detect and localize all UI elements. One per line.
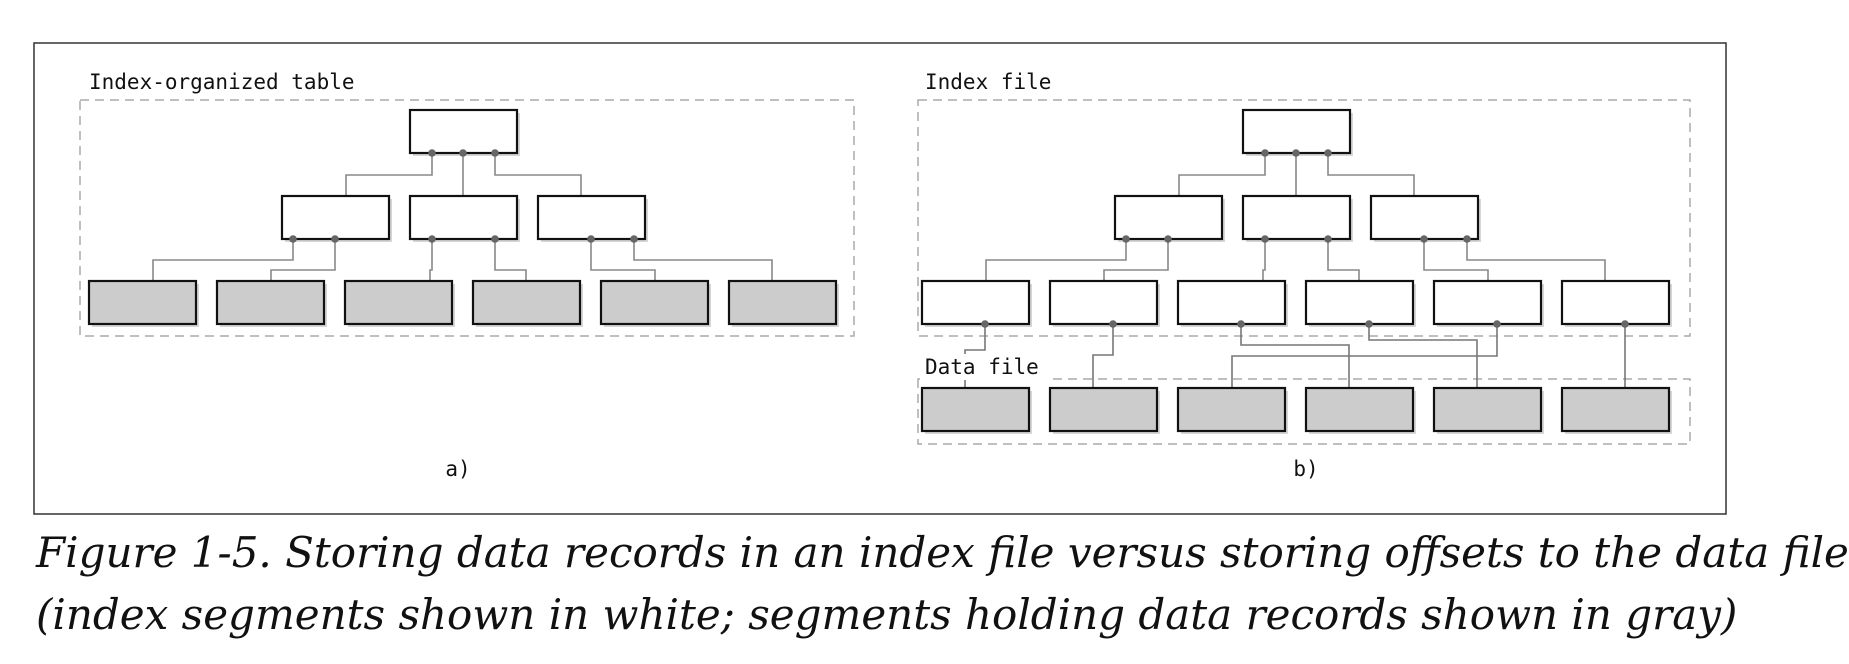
data-file-segment-4 — [1304, 386, 1415, 433]
middle-pointer-dot-2 — [1164, 235, 1172, 243]
data-file-segment-6 — [1560, 386, 1671, 433]
panel-a-region — [79, 99, 855, 337]
middle-pointer-dot-4 — [1324, 235, 1332, 243]
panel-a-nodes — [87, 108, 839, 327]
panel-b-connectors — [985, 153, 1606, 281]
middle-pointer-dot-6 — [630, 235, 638, 243]
figure-caption: Figure 1-5. Storing data records in an i… — [36, 522, 1849, 646]
middle-pointer-dot-4 — [491, 235, 499, 243]
middle-node-1 — [280, 194, 391, 241]
root-pointer-dot-1 — [1261, 149, 1269, 157]
middle-node-3 — [1369, 194, 1480, 241]
panel-b-data-label-bg — [920, 354, 1048, 380]
middle-to-leaf-4-connector — [1327, 239, 1360, 281]
index-leaf-segment-1 — [920, 279, 1031, 326]
middle-to-leaf-5-connector — [590, 239, 656, 281]
middle-to-leaf-3-connector — [429, 239, 433, 281]
root-pointer-dot-3 — [491, 149, 499, 157]
middle-pointer-dot-1 — [1122, 235, 1130, 243]
middle-to-leaf-6-connector — [1466, 239, 1606, 281]
middle-pointer-dot-1 — [289, 235, 297, 243]
panel-b-pointer-dots — [981, 149, 1629, 328]
index-leaf-segment-3 — [1176, 279, 1287, 326]
panel-b-index-region — [917, 99, 1691, 337]
root-node — [408, 108, 519, 155]
middle-pointer-dot-5 — [587, 235, 595, 243]
data-file-segment-1 — [920, 386, 1031, 433]
middle-node-2 — [408, 194, 519, 241]
data-file-segment-2 — [1048, 386, 1159, 433]
figure-caption-line-1: Figure 1-5. Storing data records in an i… — [36, 528, 1849, 577]
data-record-segment-1 — [87, 279, 198, 326]
panel-b-nodes — [920, 108, 1672, 434]
middle-to-leaf-5-connector — [1423, 239, 1489, 281]
middle-to-leaf-2-connector — [1103, 239, 1169, 281]
middle-node-3 — [536, 194, 647, 241]
middle-pointer-dot-2 — [331, 235, 339, 243]
offset-pointer-dot-4 — [1365, 320, 1373, 328]
offset-pointer-4 — [1368, 324, 1478, 388]
panel-b-index-region-label: Index file — [925, 70, 1051, 94]
panel-b: Index file Data file b) — [917, 70, 1691, 481]
panel-a-connectors — [152, 153, 773, 281]
panel-a-region-label: Index-organized table — [89, 70, 355, 94]
figure-diagram: Index-organized table a) Index file Data… — [33, 42, 1727, 515]
panel-a-pointer-dots — [289, 149, 638, 243]
middle-to-leaf-4-connector — [494, 239, 527, 281]
figure-caption-line-2: (index segments shown in white; segments… — [36, 590, 1738, 639]
panel-b-data-region-label: Data file — [925, 355, 1039, 379]
middle-pointer-dot-5 — [1420, 235, 1428, 243]
middle-node-1 — [1113, 194, 1224, 241]
offset-pointer-dot-2 — [1109, 320, 1117, 328]
middle-to-leaf-6-connector — [633, 239, 773, 281]
offset-pointer-3 — [1240, 324, 1350, 388]
root-to-middle-1-connector — [345, 153, 433, 196]
root-to-middle-1-connector — [1178, 153, 1266, 196]
middle-node-2 — [1241, 194, 1352, 241]
data-record-segment-4 — [471, 279, 582, 326]
panel-a: Index-organized table a) — [79, 70, 855, 481]
root-pointer-dot-3 — [1324, 149, 1332, 157]
offset-pointer-5 — [1231, 324, 1498, 388]
data-file-segment-3 — [1176, 386, 1287, 433]
offset-pointer-dot-6 — [1621, 320, 1629, 328]
root-pointer-dot-2 — [1292, 149, 1300, 157]
data-record-segment-6 — [727, 279, 838, 326]
root-to-middle-3-connector — [494, 153, 582, 196]
data-record-segment-2 — [215, 279, 326, 326]
offset-pointer-dot-1 — [981, 320, 989, 328]
middle-pointer-dot-3 — [1261, 235, 1269, 243]
middle-to-leaf-3-connector — [1262, 239, 1266, 281]
index-leaf-segment-5 — [1432, 279, 1543, 326]
panel-b-data-region — [917, 378, 1691, 445]
data-record-segment-3 — [343, 279, 454, 326]
root-node — [1241, 108, 1352, 155]
offset-pointer-dot-3 — [1237, 320, 1245, 328]
root-to-middle-3-connector — [1327, 153, 1415, 196]
index-leaf-segment-4 — [1304, 279, 1415, 326]
data-record-segment-5 — [599, 279, 710, 326]
panel-b-caption: b) — [1293, 457, 1318, 481]
index-leaf-segment-2 — [1048, 279, 1159, 326]
data-file-segment-5 — [1432, 386, 1543, 433]
root-pointer-dot-1 — [428, 149, 436, 157]
middle-pointer-dot-6 — [1463, 235, 1471, 243]
middle-to-leaf-1-connector — [985, 239, 1127, 281]
offset-pointer-2 — [1092, 324, 1114, 388]
middle-pointer-dot-3 — [428, 235, 436, 243]
index-leaf-segment-6 — [1560, 279, 1671, 326]
middle-to-leaf-2-connector — [270, 239, 336, 281]
middle-to-leaf-1-connector — [152, 239, 294, 281]
root-pointer-dot-2 — [459, 149, 467, 157]
panel-a-caption: a) — [445, 457, 470, 481]
figure-frame — [33, 42, 1727, 515]
offset-pointer-dot-5 — [1493, 320, 1501, 328]
